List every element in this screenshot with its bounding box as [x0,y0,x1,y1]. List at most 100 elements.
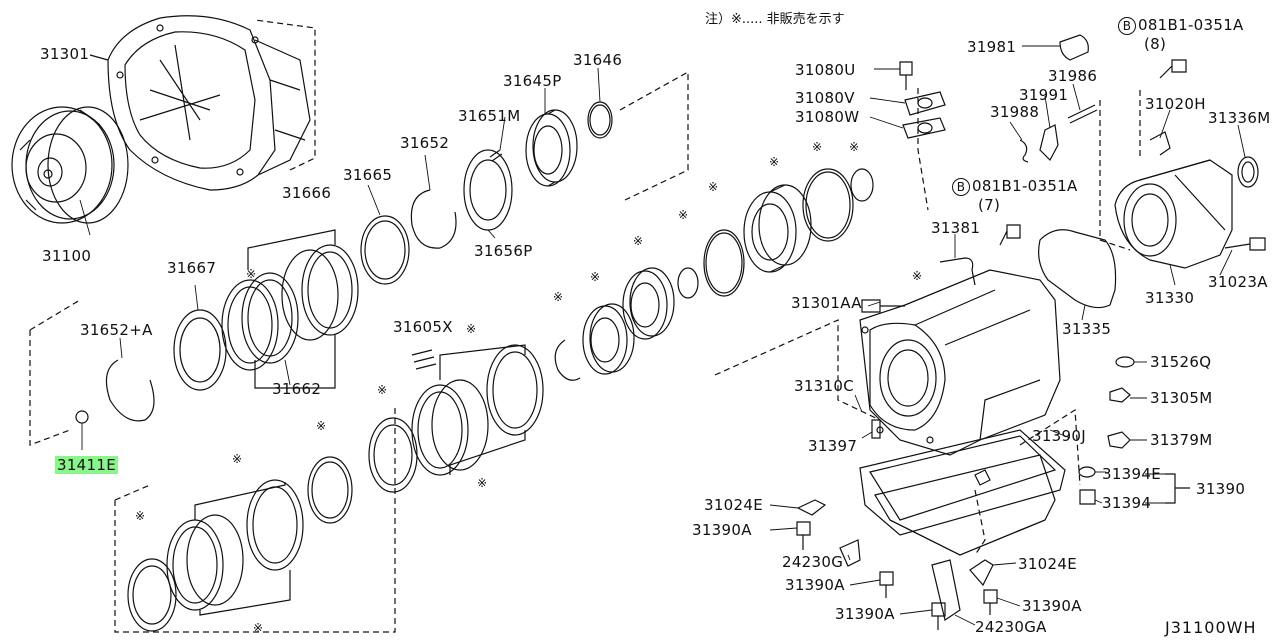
part-label-31301[interactable]: 31301 [40,45,90,63]
part-label-31651M[interactable]: 31651M [458,107,521,125]
part-label-24230GA[interactable]: 24230GA [975,618,1047,636]
star-marker: ※ [812,140,823,154]
snap-ring-lower [307,456,353,524]
part-label-31080U[interactable]: 31080U [795,61,856,79]
part-label-31390A-2[interactable]: 31390A [785,576,845,594]
star-marker: ※ [553,290,564,304]
star-marker: ※ [253,621,264,635]
transmission-case-drawing [859,269,1061,456]
o-ring-31411E [75,410,89,424]
star-marker: ※ [708,180,719,194]
clutch-drum-gear [743,184,812,273]
part-label-31080V[interactable]: 31080V [795,89,855,107]
plug-31305M [1109,387,1131,403]
clip-31020H [1149,131,1171,156]
part-label-31645P[interactable]: 31645P [503,72,562,90]
snap-ring-31646 [587,101,613,139]
part-label-31305M[interactable]: 31305M [1150,389,1213,407]
bolt-081B1-8 [1159,59,1187,79]
part-label-31390A-1[interactable]: 31390A [692,521,752,539]
bearing-assembly [622,267,675,340]
bolt-081B1-7 [999,224,1021,246]
guide-dashed-top [254,19,316,171]
stud-31397 [871,419,881,439]
part-label-31652[interactable]: 31652 [400,134,450,152]
snap-ring-31652A [105,359,155,422]
star-marker: ※ [633,234,644,248]
part-label-31667[interactable]: 31667 [167,259,217,277]
part-label-31335[interactable]: 31335 [1062,320,1112,338]
spring-31651M [489,149,503,162]
part-label-31411E[interactable]: 31411E [55,456,118,474]
star-marker: ※ [232,452,243,466]
star-marker: ※ [678,208,689,222]
pin-31986 [1067,104,1098,124]
washer-31394E [1078,466,1096,478]
part-label-31330[interactable]: 31330 [1145,289,1195,307]
star-marker: ※ [477,476,488,490]
part-label-31100[interactable]: 31100 [42,247,92,265]
clutch-pack-middle [411,344,544,476]
ring-lower [127,558,177,632]
part-label-31981[interactable]: 31981 [967,38,1017,56]
bracket-31024E-left [796,499,827,516]
guide-dashed-center [619,70,689,201]
bolt-31390A-2 [879,571,894,598]
tube-31381 [939,257,976,286]
part-label-31381[interactable]: 31381 [931,219,981,237]
part-label-31662[interactable]: 31662 [272,380,322,398]
lever-31991 [1039,124,1059,161]
part-label-24230G[interactable]: 24230G [782,553,844,571]
plates-31080 [899,61,946,139]
guide-dashed-right [1099,90,1141,251]
part-label-31023A[interactable]: 31023A [1208,273,1268,291]
part-label-31988[interactable]: 31988 [990,103,1040,121]
guide-dashed-lower [114,405,396,633]
part-label-31394[interactable]: 31394 [1102,494,1152,512]
part-label-31656P[interactable]: 31656P [474,242,533,260]
part-label-31020H[interactable]: 31020H [1145,95,1206,113]
bolt-31023A [1224,237,1266,251]
guide-dashed-plates [917,88,929,211]
spring-31988 [1019,139,1029,163]
gasket-31335 [1038,229,1117,309]
part-label-31336M[interactable]: 31336M [1208,109,1271,127]
leader-31301 [89,54,109,61]
part-label-31986[interactable]: 31986 [1048,67,1098,85]
non-sale-note: 注）※..... 非販売を示す [705,12,845,27]
highlight-marker: 31411E [55,456,118,474]
bolt-31390A-3 [983,589,998,615]
part-label-31390A-3[interactable]: 31390A [1022,597,1082,615]
star-marker: ※ [466,322,477,336]
snap-ring-31652 [410,189,457,249]
part-label-31379M[interactable]: 31379M [1150,431,1213,449]
part-label-31665[interactable]: 31665 [343,166,393,184]
part-label-31991[interactable]: 31991 [1019,86,1069,104]
part-label-31024E-left[interactable]: 31024E [704,496,763,514]
part-label-31390J[interactable]: 31390J [1032,427,1086,445]
seal-31336M [1237,156,1259,188]
part-label-31310C[interactable]: 31310C [794,377,854,395]
leader-lines [79,45,1246,626]
part-label-31652A[interactable]: 31652+A [80,321,153,339]
part-label-31390A-4[interactable]: 31390A [835,605,895,623]
part-label-31397[interactable]: 31397 [808,437,858,455]
bolt-31301AA [861,299,905,313]
part-label-31080W[interactable]: 31080W [795,108,860,126]
bracket-31024E-right [969,559,994,587]
part-label-31394E[interactable]: 31394E [1102,465,1161,483]
part-label-31646[interactable]: 31646 [573,51,623,69]
snap-ring-small-middle [554,339,581,381]
part-label-31301AA[interactable]: 31301AA [791,294,862,312]
star-marker: ※ [377,383,388,397]
part-label-31390[interactable]: 31390 [1196,480,1246,498]
seal-rings-right [802,168,874,242]
part-label-31666[interactable]: 31666 [282,184,332,202]
bracket-24230G [839,539,861,567]
part-label-31526Q[interactable]: 31526Q [1150,353,1212,371]
part-label-31024E-right[interactable]: 31024E [1018,555,1077,573]
ring-middle [368,417,418,493]
guide-dashed-left [29,299,81,446]
part-label-31605X[interactable]: 31605X [393,318,453,336]
guide-dashed-pan [974,408,1081,556]
